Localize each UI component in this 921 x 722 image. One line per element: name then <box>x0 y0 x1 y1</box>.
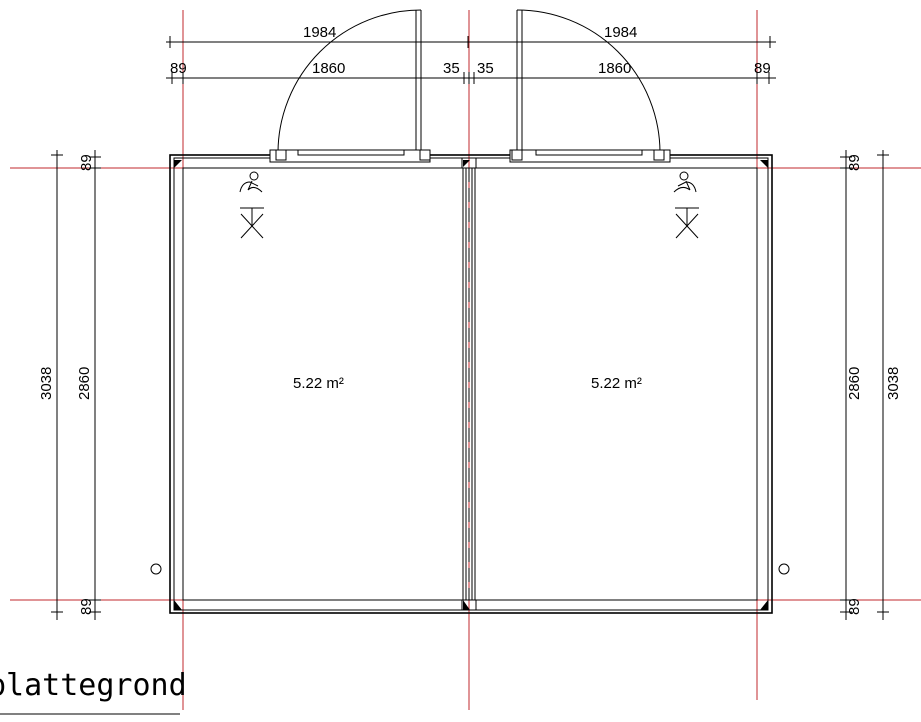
toilet-symbol <box>240 207 264 239</box>
dim-right-top-offset: 89 <box>846 154 863 171</box>
dim-right-bottom-offset: 89 <box>846 598 863 615</box>
dim-top-gap-left: 35 <box>443 60 460 77</box>
door-swings <box>277 9 661 153</box>
top-dimension-lines <box>166 36 776 84</box>
corner-marks <box>174 160 768 610</box>
accessible-icon <box>673 171 697 193</box>
dim-top-right-offset: 89 <box>754 60 771 77</box>
dim-left-inner: 2860 <box>76 367 93 400</box>
walls <box>169 154 773 614</box>
dim-right-inner: 2860 <box>846 367 863 400</box>
right-dimension-lines <box>840 150 889 620</box>
dim-top-left-offset: 89 <box>170 60 187 77</box>
dim-top-overall-left: 1984 <box>303 24 336 41</box>
dim-left-overall: 3038 <box>38 367 55 400</box>
accessible-icon <box>239 171 263 193</box>
dim-top-gap-right: 35 <box>477 60 494 77</box>
dim-top-inner-left: 1860 <box>312 60 345 77</box>
left-dimension-lines <box>51 150 101 620</box>
room-area-left: 5.22 m² <box>293 375 344 392</box>
door-openings <box>269 149 671 163</box>
dim-left-top-offset: 89 <box>78 154 95 171</box>
drawing-title: plattegrond <box>0 668 187 703</box>
toilet-symbol <box>675 207 699 239</box>
dim-left-bottom-offset: 89 <box>78 598 95 615</box>
circle-marker <box>778 563 790 575</box>
dim-top-overall-right: 1984 <box>604 24 637 41</box>
room-area-right: 5.22 m² <box>591 375 642 392</box>
dim-right-overall: 3038 <box>885 367 902 400</box>
dim-top-inner-right: 1860 <box>598 60 631 77</box>
circle-marker <box>150 563 162 575</box>
